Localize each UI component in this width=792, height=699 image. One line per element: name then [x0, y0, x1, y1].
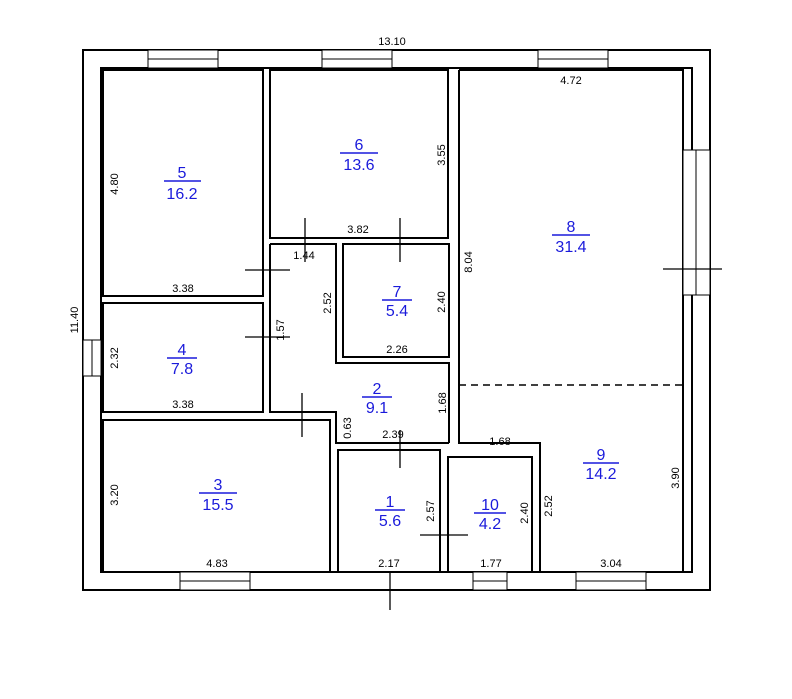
corridor-wall	[458, 70, 541, 572]
room-9-dim-b: 2.52	[543, 495, 555, 516]
room-7-area: 5.4	[386, 303, 408, 320]
room-4-area: 7.8	[171, 361, 193, 378]
room-2-dim-e: 2.39	[382, 429, 403, 441]
room-5-dim-height: 4.80	[109, 173, 121, 194]
room-3-number: 3	[214, 477, 223, 494]
exterior-wall-outer	[82, 49, 711, 591]
room-4-dim-height: 2.32	[109, 347, 121, 368]
room-7-outline	[342, 243, 450, 358]
room-9-dim-width: 3.04	[600, 558, 621, 570]
overall-height-label: 11.40	[69, 307, 81, 334]
room-8-dim-width: 4.72	[560, 75, 581, 87]
room-4-outline	[102, 302, 264, 413]
room-1-dim-width: 2.17	[378, 558, 399, 570]
room-2-dim-f: 1.44	[293, 250, 314, 262]
room-3-area: 15.5	[202, 497, 233, 514]
room-10-dim-height: 2.40	[519, 502, 531, 523]
room-3-dim-width: 4.83	[206, 558, 227, 570]
room-10-area: 4.2	[479, 516, 501, 533]
room-1-dim-height: 2.57	[425, 500, 437, 521]
room-7-dim-height: 2.40	[436, 291, 448, 312]
room-1-outline	[337, 449, 441, 573]
room-6-number: 6	[355, 137, 364, 154]
room-1-area: 5.6	[379, 513, 401, 530]
room-3-dim-height: 3.20	[109, 484, 121, 505]
room-2-dim-d: 1.68	[437, 392, 449, 413]
room-8-area: 31.4	[555, 239, 586, 256]
room-9-area: 14.2	[585, 466, 616, 483]
room-1-number: 1	[386, 494, 395, 511]
room-6-dim-height: 3.55	[436, 144, 448, 165]
room-5-number: 5	[178, 165, 187, 182]
room-7-number: 7	[393, 284, 402, 301]
room-8-outline	[459, 69, 684, 572]
room-7-dim-width: 2.26	[386, 344, 407, 356]
room-2-outline-a	[270, 243, 450, 443]
room-6-area: 13.6	[343, 157, 374, 174]
room-2-outline-b	[269, 244, 449, 444]
room-2-area: 9.1	[366, 400, 388, 417]
room-2-dim-b: 1.57	[275, 319, 287, 340]
room-4-dim-width: 3.38	[172, 399, 193, 411]
overall-width-label: 13.10	[378, 36, 406, 48]
room-8-number: 8	[567, 219, 576, 236]
room-5-outline	[102, 69, 264, 297]
room-9-dim-a: 1.68	[489, 436, 510, 448]
room-3-outline	[102, 419, 331, 573]
room-2-dim-c: 0.63	[342, 417, 354, 438]
room-2-number: 2	[373, 381, 382, 398]
room-4-number: 4	[178, 342, 187, 359]
room-8-dim-height: 8.04	[463, 251, 475, 272]
exterior-wall-inner	[100, 67, 693, 573]
room-6-outline	[269, 69, 449, 239]
room-10-number: 10	[481, 497, 499, 514]
room-5-area: 16.2	[166, 186, 197, 203]
room-9-number: 9	[597, 447, 606, 464]
room-9-dim-height: 3.90	[670, 467, 682, 488]
room-5-dim-width: 3.38	[172, 283, 193, 295]
room-10-dim-width: 1.77	[480, 558, 501, 570]
room-6-dim-width: 3.82	[347, 224, 368, 236]
room-2-dim-a: 2.52	[322, 292, 334, 313]
